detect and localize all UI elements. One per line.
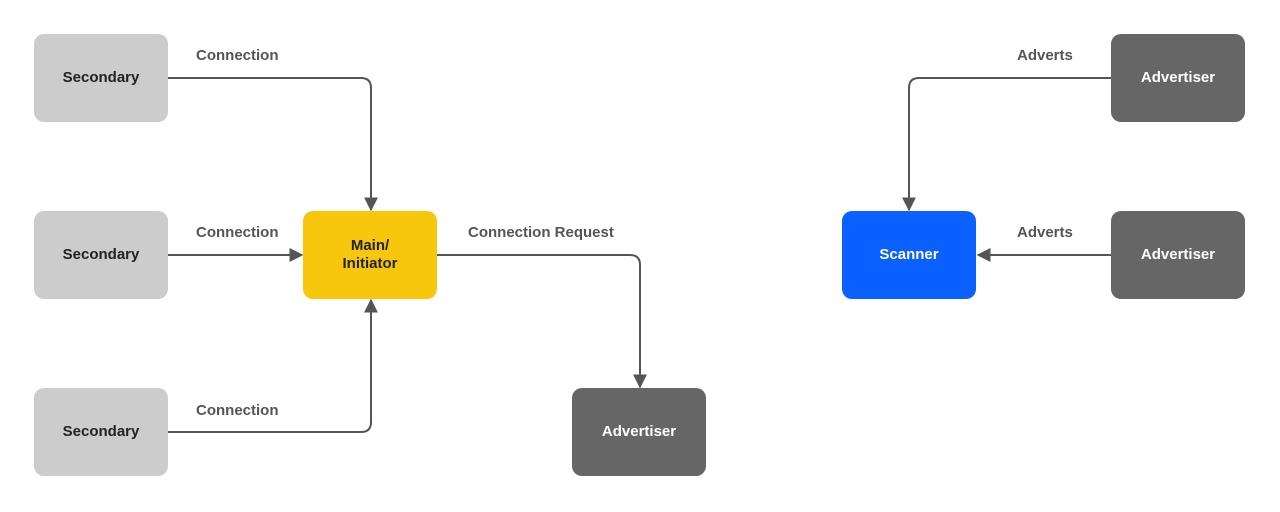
advertiser-node-top-right: Advertiser xyxy=(1111,34,1245,122)
connector-secondary-3-to-main xyxy=(168,298,378,433)
edge-label-adverts-1: Adverts xyxy=(1017,47,1073,64)
scanner-node: Scanner xyxy=(842,211,976,299)
secondary-node-3: Secondary xyxy=(34,388,168,476)
connector-secondary-1-to-main xyxy=(168,77,378,212)
edge-label-adverts-2: Adverts xyxy=(1017,224,1073,241)
edge-label-connection-2: Connection xyxy=(196,224,279,241)
connector-main-to-advertiser xyxy=(437,254,647,389)
secondary-node-2: Secondary xyxy=(34,211,168,299)
advertiser-node-bottom: Advertiser xyxy=(572,388,706,476)
main-initiator-node: Main/ Initiator xyxy=(303,211,437,299)
edge-label-connection-request: Connection Request xyxy=(468,224,614,241)
secondary-node-1: Secondary xyxy=(34,34,168,122)
edge-label-connection-1: Connection xyxy=(196,47,279,64)
connector-advertiser-top-to-scanner xyxy=(902,77,1111,212)
edge-label-connection-3: Connection xyxy=(196,402,279,419)
advertiser-node-mid-right: Advertiser xyxy=(1111,211,1245,299)
